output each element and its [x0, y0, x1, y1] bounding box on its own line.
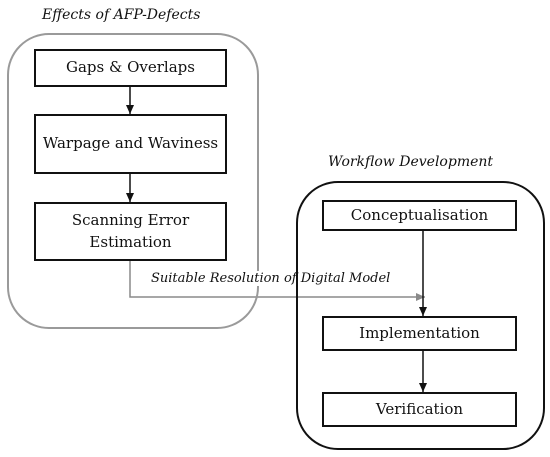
step-implementation: Implementation	[322, 316, 517, 351]
step-gaps-overlaps: Gaps & Overlaps	[34, 49, 227, 87]
step-scanning-error: Scanning Error Estimation	[34, 202, 227, 261]
link-label: Suitable Resolution of Digital Model	[148, 271, 394, 286]
afp-defects-title: Effects of AFP-Defects	[42, 7, 201, 23]
afp-defects-group	[7, 33, 259, 329]
step-verification: Verification	[322, 392, 517, 427]
step-warpage-waviness: Warpage and Waviness	[34, 114, 227, 174]
step-conceptualisation: Conceptualisation	[322, 200, 517, 231]
workflow-title: Workflow Development	[328, 154, 494, 170]
workflow-group	[296, 181, 545, 450]
